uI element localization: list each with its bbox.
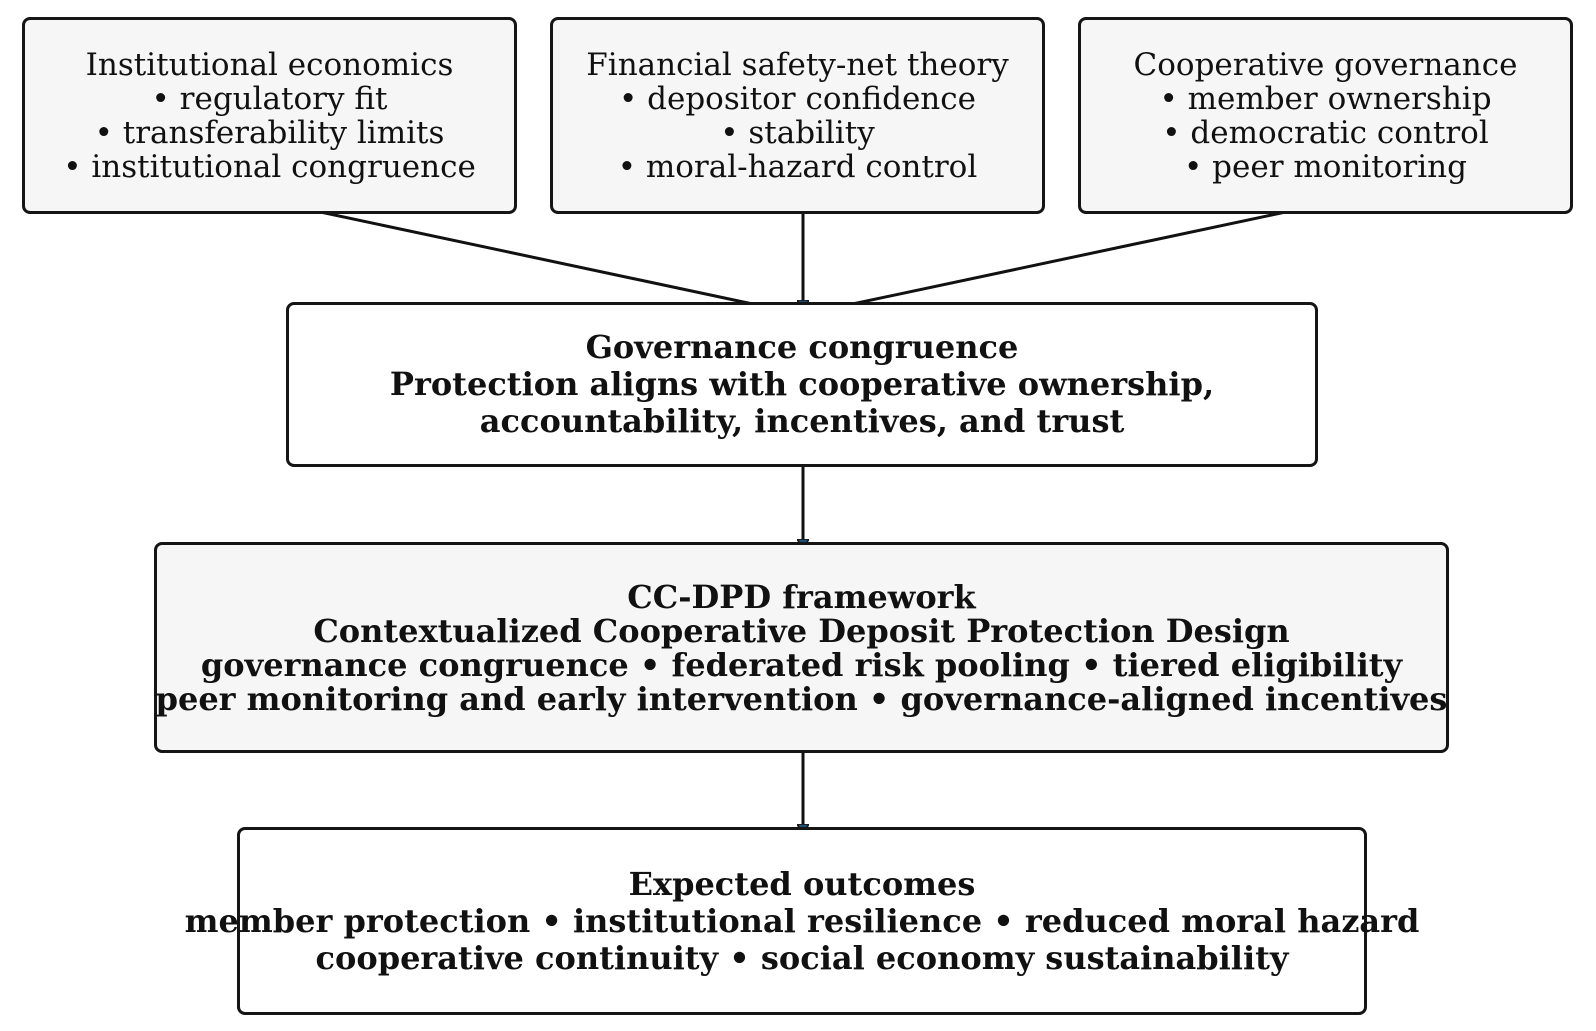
cooperative-governance-item: • peer monitoring (1184, 148, 1467, 185)
expected-outcomes-box: Expected outcomes member protection • in… (185, 827, 1419, 1015)
cc-dpd-framework-box: CC-DPD framework Contextualized Cooperat… (154, 542, 1449, 753)
arrow-cooperative-to-governance (810, 201, 1329, 313)
governance-congruence-title: Governance congruence (585, 328, 1019, 366)
expected-outcomes-title: Expected outcomes (628, 864, 976, 903)
cc-dpd-framework-title: CC-DPD framework (627, 577, 976, 616)
financial-safety-net-item: • depositor confidence (619, 80, 976, 117)
expected-outcomes-line: member protection • institutional resili… (184, 901, 1420, 940)
financial-safety-net-item: • moral-hazard control (617, 148, 978, 185)
cc-dpd-framework-line: peer monitoring and early intervention •… (155, 679, 1448, 718)
cooperative-governance-item: • democratic control (1162, 114, 1489, 151)
institutional-economics-item: • institutional congruence (63, 148, 476, 185)
cc-dpd-framework-line: Contextualized Cooperative Deposit Prote… (313, 611, 1290, 650)
cooperative-governance-box: Cooperative governance • member ownershi… (1078, 17, 1573, 214)
expected-outcomes-line: cooperative continuity • social economy … (315, 938, 1289, 977)
governance-congruence-line: Protection aligns with cooperative owner… (389, 365, 1215, 403)
institutional-economics-box: Institutional economics • regulatory fit… (22, 17, 517, 214)
institutional-economics-item: • regulatory fit (151, 80, 388, 117)
governance-congruence-line: accountability, incentives, and trust (479, 402, 1125, 440)
institutional-economics-item: • transferability limits (94, 114, 445, 151)
financial-safety-net-item: • stability (720, 114, 875, 151)
cooperative-governance-title: Cooperative governance (1133, 46, 1518, 83)
financial-safety-net-box: Financial safety-net theory • depositor … (550, 17, 1045, 214)
cc-dpd-framework-line: governance congruence • federated risk p… (200, 645, 1403, 684)
cooperative-governance-item: • member ownership (1159, 80, 1492, 117)
governance-congruence-box: Governance congruence Protection aligns … (286, 302, 1318, 467)
financial-safety-net-title: Financial safety-net theory (586, 46, 1009, 83)
arrow-institutional-to-governance (277, 201, 795, 313)
institutional-economics-title: Institutional economics (85, 46, 454, 83)
